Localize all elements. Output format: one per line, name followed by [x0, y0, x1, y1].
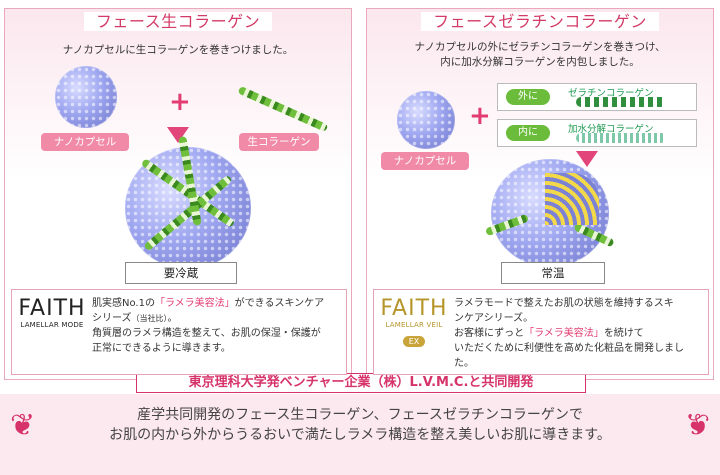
raw-collagen-label: 生コラーゲン [239, 133, 319, 151]
joint-development-banner: 東京理科大学発ベンチャー企業（株）L.V.M.C.と共同開発 [136, 373, 586, 393]
left-panel-title: フェース生コラーゲン [5, 8, 351, 32]
inner-tag: 内に [506, 125, 550, 141]
bottom-message: 産学共同開発のフェース生コラーゲン、フェースゼラチンコラーゲンで お肌の内から外… [109, 407, 611, 443]
outer-ingredient-row: 外に ゼラチンコラーゲン [497, 83, 697, 111]
faith-lamellar-veil-text: ラメラモードで整えたお肌の状態を維持するスキ ンケアシリーズ。 お客様にずっと「… [454, 298, 684, 369]
right-storage-label: 常温 [501, 262, 605, 284]
inner-ingredient-name: 加水分解コラーゲン [568, 124, 654, 135]
plus-icon: + [169, 87, 191, 117]
right-panel: フェースゼラチンコラーゲン ナノカプセルの外にゼラチンコラーゲンを巻きつけ、 内… [366, 8, 714, 380]
outer-ingredient-name: ゼラチンコラーゲン [568, 88, 654, 99]
faith-lamellar-veil-logo: FAITH LAMELLAR VEIL EX [380, 296, 448, 347]
right-description: ナノカプセルの外にゼラチンコラーゲンを巻きつけ、 内に加水分解コラーゲンを内包し… [414, 41, 666, 68]
faith-lamellar-veil-box: FAITH LAMELLAR VEIL EX ラメラモードで整えたお肌の状態を維… [373, 289, 709, 375]
faith-lamellar-mode-text: 肌実感No.1の「ラメラ美容法」ができるスキンケア シリーズ（当社比）。 角質層… [92, 298, 325, 354]
left-description: ナノカプセルに生コラーゲンを巻きつけました。 [62, 44, 294, 56]
ex-badge: EX [402, 336, 426, 347]
nanocapsule-image [397, 91, 455, 149]
left-storage-label: 要冷蔵 [125, 262, 237, 284]
bottom-band: ❦ ❦ 産学共同開発のフェース生コラーゲン、フェースゼラチンコラーゲンで お肌の… [0, 394, 720, 475]
arrow-down-icon [576, 151, 598, 167]
faith-lamellar-mode-logo: FAITH LAMELLAR MODE [18, 296, 86, 329]
right-nanocapsule-label: ナノカプセル [381, 152, 469, 170]
gelatin-collagen-image [576, 97, 666, 107]
plus-icon: + [469, 101, 491, 131]
outer-tag: 外に [506, 89, 550, 105]
capsule-cross-section [545, 173, 599, 225]
flourish-left-icon: ❦ [10, 408, 36, 443]
left-nanocapsule-label: ナノカプセル [41, 133, 129, 151]
left-panel: フェース生コラーゲン ナノカプセルに生コラーゲンを巻きつけました。 ナノカプセル… [4, 8, 352, 380]
right-panel-title: フェースゼラチンコラーゲン [367, 8, 713, 32]
faith-lamellar-mode-box: FAITH LAMELLAR MODE 肌実感No.1の「ラメラ美容法」ができる… [11, 289, 347, 375]
nanocapsule-image [55, 66, 117, 128]
inner-ingredient-row: 内に 加水分解コラーゲン [497, 119, 697, 147]
hydrolyzed-collagen-image [576, 133, 666, 143]
